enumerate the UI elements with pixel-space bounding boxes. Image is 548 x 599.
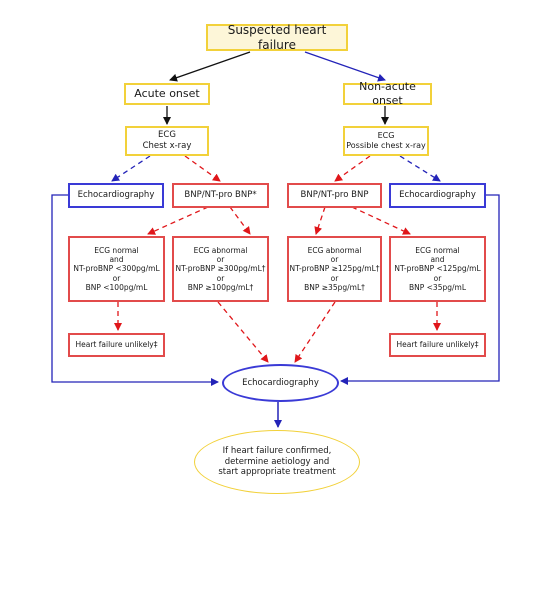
result-4-line-2: and <box>430 254 445 264</box>
ecg-nonacute-line-2: Possible chest x-ray <box>346 141 426 150</box>
arrow-ecg-to-echo-right <box>399 155 441 182</box>
result-2-line-1: ECG abnormal <box>193 245 248 255</box>
result-3-line-2: or <box>330 254 339 264</box>
result-box-2: ECG abnormal or NT-proBNP ≥300pg/mL† or … <box>172 236 269 302</box>
result-box-4: ECG normal and NT-proBNP <125pg/mL or BN… <box>389 236 486 302</box>
result-4-line-1: ECG normal <box>415 245 460 255</box>
result-box-1: ECG normal and NT-proBNP <300pg/mL or BN… <box>68 236 165 302</box>
result-3-line-1: ECG abnormal <box>307 245 362 255</box>
non-acute-onset-box: Non-acute onset <box>343 80 432 107</box>
ecg-nonacute-line-1: ECG <box>377 131 395 140</box>
acute-onset-label: Acute onset <box>134 87 200 101</box>
arrow-ecg-to-echo-left <box>111 155 151 182</box>
result-2-line-5: BNP ≥100pg/mL† <box>187 283 254 293</box>
result-box-3: ECG abnormal or NT-proBNP ≥125pg/mL† or … <box>287 236 382 302</box>
echo-left-label: Echocardiography <box>77 190 155 201</box>
result-2-line-3: NT-proBNP ≥300pg/mL† <box>175 264 266 274</box>
arrow-bnp-right-to-res3 <box>314 206 326 235</box>
arrow-res2-to-echo-center <box>217 301 269 363</box>
ecg-acute-line-2: Chest x-ray <box>142 141 192 151</box>
result-4-line-4: or <box>433 273 442 283</box>
arrow-start-to-nonacute <box>304 51 386 82</box>
bnp-left-label: BNP/NT-pro BNP* <box>184 190 257 201</box>
arrow-ecg-to-bnp-right <box>334 155 371 182</box>
bnp-right-box: BNP/NT-pro BNP <box>287 183 382 208</box>
echocardiography-oval-label: Echocardiography <box>242 377 319 388</box>
result-3-line-3: NT-proBNP ≥125pg/mL† <box>289 264 380 274</box>
result-2-line-4: or <box>216 273 225 283</box>
result-3-line-4: or <box>330 273 339 283</box>
result-1-line-1: ECG normal <box>94 245 139 255</box>
arrow-bnp-right-to-res4 <box>351 206 411 235</box>
arrow-echo-left-to-center <box>51 194 219 386</box>
result-3-line-5: BNP ≥35pg/mL† <box>304 283 365 293</box>
result-2-line-2: or <box>216 254 225 264</box>
arrow-res3-to-echo-center <box>294 301 336 363</box>
non-acute-onset-label: Non-acute onset <box>359 80 416 107</box>
bnp-left-box: BNP/NT-pro BNP* <box>172 183 269 208</box>
final-line-3: start appropriate treatment <box>218 467 336 478</box>
echocardiography-oval: Echocardiography <box>222 364 339 402</box>
ecg-nonacute-box: ECG Possible chest x-ray <box>343 126 429 156</box>
hf-unlikely-right-label: Heart failure unlikely‡ <box>396 340 479 350</box>
echo-right-label: Echocardiography <box>399 190 476 201</box>
arrow-echo-right-to-center <box>340 194 500 385</box>
hf-unlikely-right-box: Heart failure unlikely‡ <box>389 333 486 357</box>
final-outcome-oval: If heart failure confirmed, determine ae… <box>194 430 360 494</box>
final-line-1: If heart failure confirmed, <box>222 446 332 457</box>
ecg-acute-line-1: ECG <box>158 130 176 141</box>
arrow-ecg-to-bnp-left <box>184 155 221 182</box>
result-1-line-3: NT-proBNP <300pg/mL <box>73 264 160 274</box>
suspected-heart-failure-label: Suspected heart failure <box>227 22 327 52</box>
hf-unlikely-left-box: Heart failure unlikely‡ <box>68 333 165 357</box>
result-1-line-2: and <box>109 254 124 264</box>
ecg-acute-box: ECG Chest x-ray <box>125 126 209 156</box>
result-4-line-5: BNP <35pg/mL <box>408 283 467 293</box>
hf-unlikely-left-label: Heart failure unlikely‡ <box>75 340 158 350</box>
echo-right-box: Echocardiography <box>389 183 486 208</box>
result-1-line-4: or <box>112 273 121 283</box>
arrow-bnp-left-to-res2 <box>229 206 251 235</box>
echo-left-box: Echocardiography <box>68 183 164 208</box>
result-4-line-3: NT-proBNP <125pg/mL <box>394 264 481 274</box>
result-1-line-5: BNP <100pg/mL <box>85 283 148 293</box>
suspected-heart-failure-box: Suspected heart failure <box>206 22 348 52</box>
bnp-right-label: BNP/NT-pro BNP <box>300 190 369 201</box>
arrow-start-to-acute <box>169 51 251 82</box>
arrow-bnp-left-to-res1 <box>147 206 209 235</box>
final-line-2: determine aetiology and <box>224 456 330 467</box>
acute-onset-box: Acute onset <box>124 83 210 105</box>
